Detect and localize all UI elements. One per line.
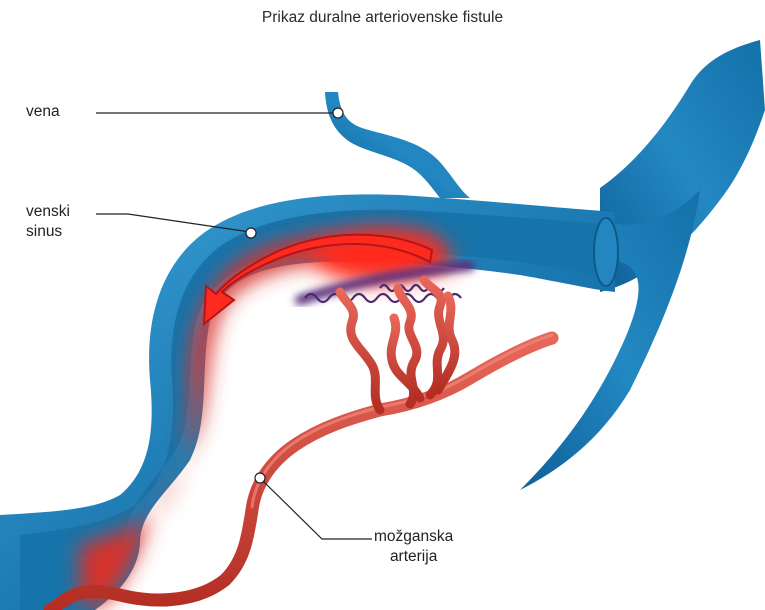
label-cerebral-artery: možganska arterija <box>374 527 453 567</box>
label-artery-line1: možganska <box>374 527 453 547</box>
label-venous-sinus: venski sinus <box>26 202 70 242</box>
artery-branches <box>340 280 455 410</box>
label-sinus-line2: sinus <box>26 222 70 242</box>
label-vein-text: vena <box>26 102 60 122</box>
sinus-end <box>594 218 618 286</box>
pointer-vena <box>333 108 343 118</box>
label-sinus-line1: venski <box>26 202 70 222</box>
pointer-sinus <box>246 228 256 238</box>
leader-artery <box>262 480 372 539</box>
label-vein: vena <box>26 102 60 122</box>
label-artery-line2: arterija <box>374 547 453 567</box>
pointer-artery <box>255 473 265 483</box>
small-vein <box>325 92 470 198</box>
